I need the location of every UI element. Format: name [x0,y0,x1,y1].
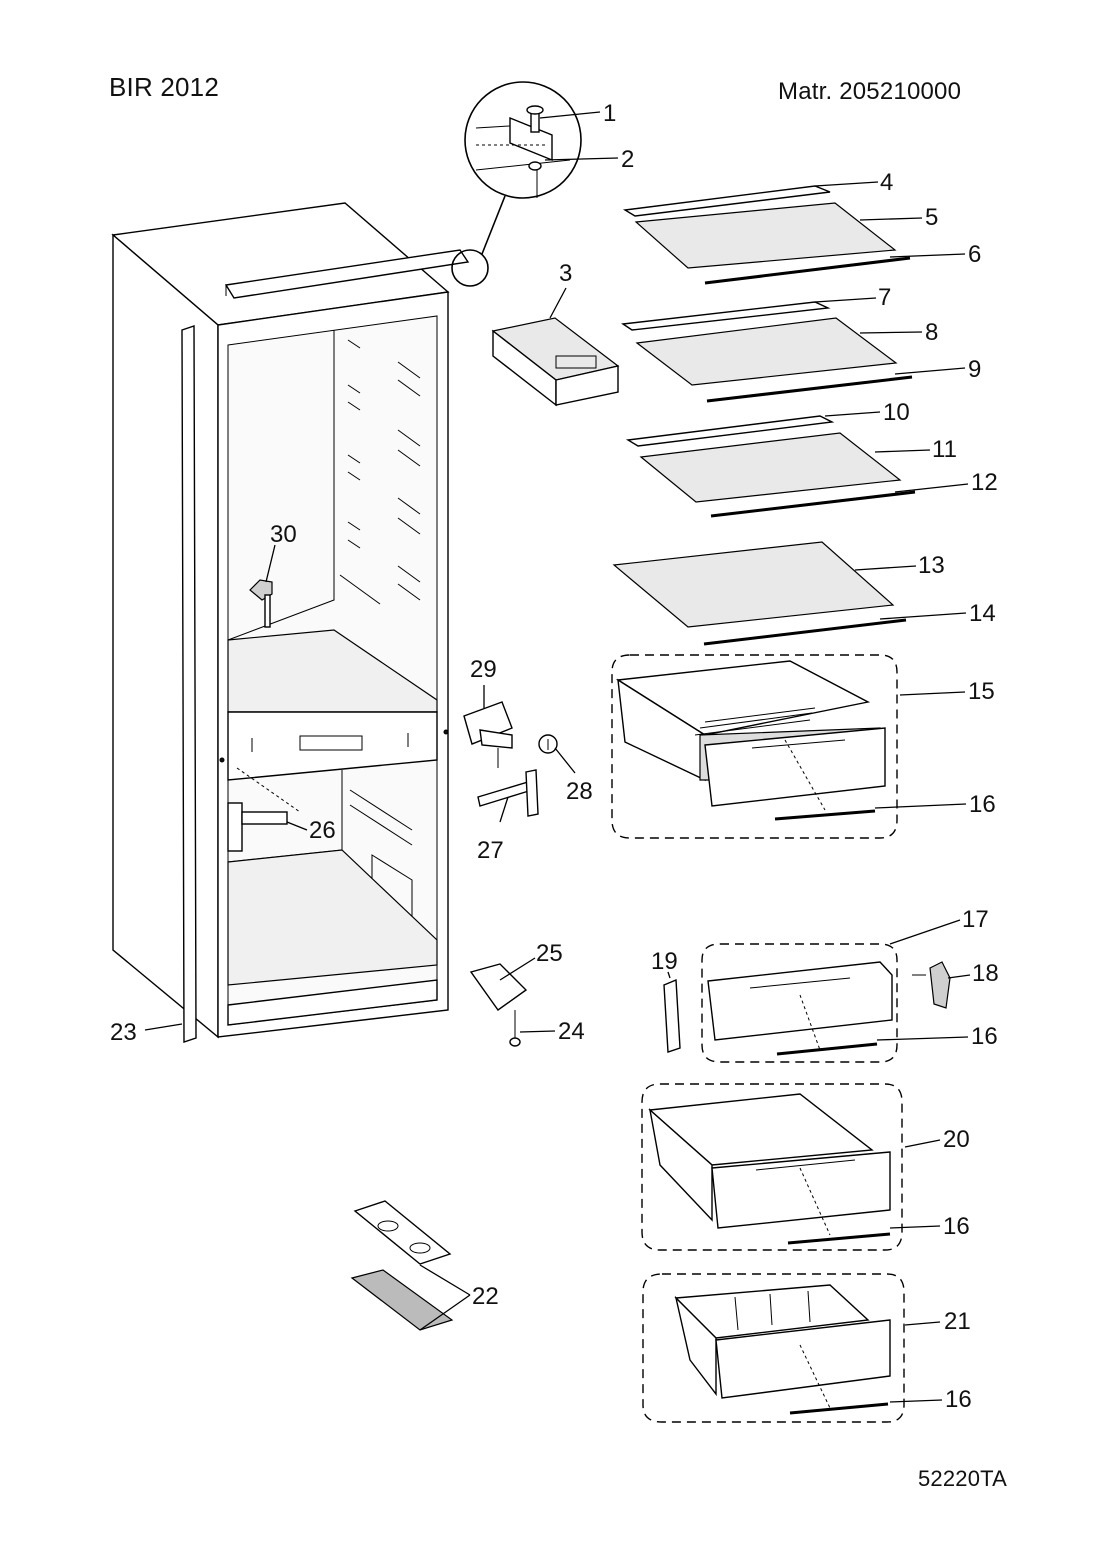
drawer-20 [641,1083,903,1251]
callout-2: 2 [621,146,634,173]
callout-1: 1 [603,100,616,127]
leader-lines [144,111,971,1403]
part-19-clip [663,978,681,1053]
hinge-27 [477,769,539,817]
door-seal-strip [181,325,197,1043]
callout-3: 3 [559,260,572,287]
callout-16-a: 16 [969,791,996,818]
callout-30: 30 [270,521,297,548]
callout-20: 20 [943,1126,970,1153]
callout-28: 28 [566,778,593,805]
callout-12: 12 [971,469,998,496]
callout-16-d: 16 [945,1386,972,1413]
callout-5: 5 [925,204,938,231]
callout-15: 15 [968,678,995,705]
callout-13: 13 [918,552,945,579]
shelf-set-1 [622,185,911,285]
callout-19: 19 [651,948,678,975]
part-3-box [491,317,620,407]
callout-8: 8 [925,319,938,346]
hinge-25 [469,963,528,1047]
callout-26: 26 [309,817,336,844]
shelf-13 [612,541,907,646]
hinge-29 [463,701,513,768]
callout-16-b: 16 [971,1023,998,1050]
cabinet [111,202,470,1039]
callout-17: 17 [962,906,989,933]
callout-6: 6 [968,241,981,268]
callout-29: 29 [470,656,497,683]
part-18-bracket [912,961,951,1009]
drawer-21 [642,1273,905,1423]
callout-4: 4 [880,169,893,196]
callout-16-c: 16 [943,1213,970,1240]
callout-14: 14 [969,600,996,627]
shelf-set-3 [625,415,916,518]
part-30-thermostat-knob [249,579,273,628]
callout-9: 9 [968,356,981,383]
drawing-code: 52220TA [918,1466,1008,1491]
callout-11: 11 [932,436,957,463]
callout-21: 21 [944,1308,971,1335]
callout-18: 18 [972,960,999,987]
hinge-detail [451,81,582,287]
callout-24: 24 [558,1018,585,1045]
drawer-15 [611,654,898,839]
material-number: Matr. 205210000 [778,78,962,105]
ice-tray-22 [350,1200,454,1331]
callout-22: 22 [472,1283,499,1310]
callout-23: 23 [110,1019,137,1046]
screw-28 [538,734,558,754]
shelf-set-2 [621,301,913,403]
callout-25: 25 [536,940,563,967]
drawer-front-17 [701,943,898,1063]
callout-27: 27 [477,837,504,864]
callout-10: 10 [883,399,910,426]
callout-numbers: 1 2 3 4 5 6 7 8 9 10 11 12 13 14 15 16 1… [110,100,999,1413]
model-title: BIR 2012 [109,72,220,102]
callout-7: 7 [878,284,891,311]
